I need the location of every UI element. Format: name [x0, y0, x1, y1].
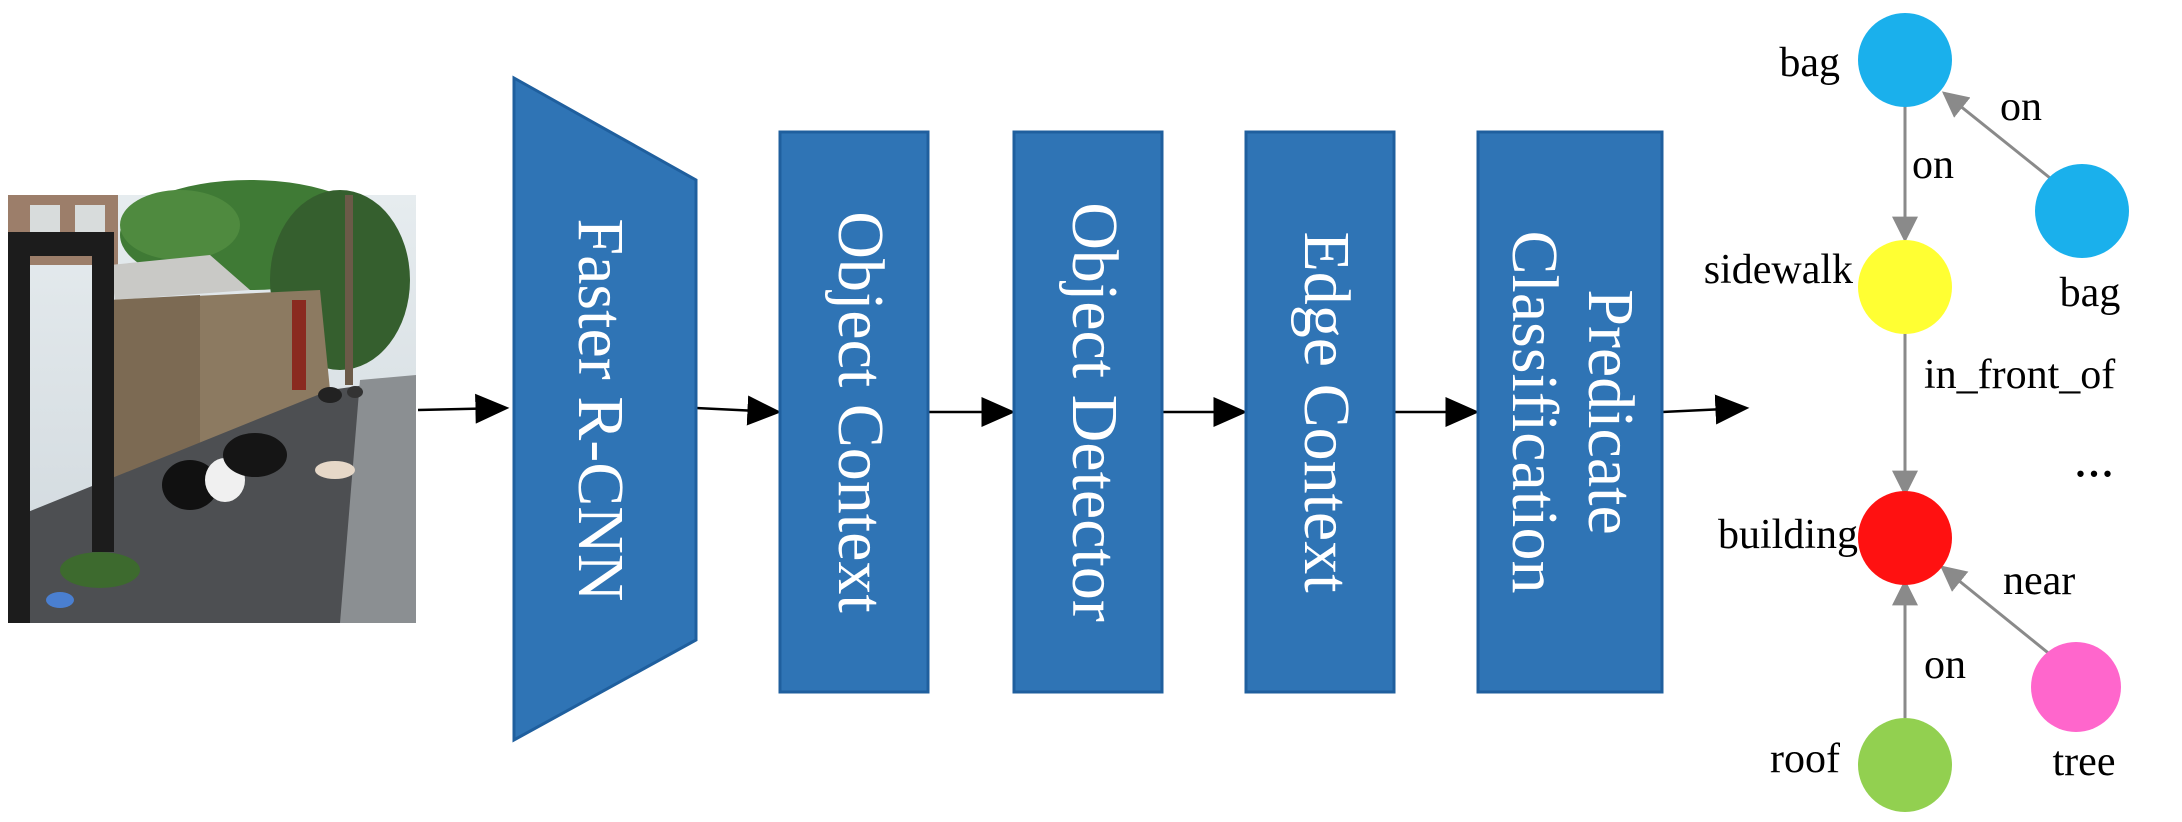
node-sidewalk	[1858, 240, 1952, 334]
faster-rcnn-label: Faster R-CNN	[564, 218, 637, 601]
node-label-bag2: bag	[2060, 270, 2121, 316]
edge-label-tree-building: near	[2003, 558, 2075, 604]
node-label-sidewalk: sidewalk	[1704, 247, 1853, 293]
node-roof	[1858, 718, 1952, 812]
edge-bag2-to-bag1	[1941, 91, 2051, 180]
edge-label-sidewalk-building: in_front_of	[1924, 352, 2115, 398]
scene-graph-nodes	[1858, 13, 2129, 812]
object-context-label: Object Context	[824, 211, 897, 612]
node-label-tree: tree	[2053, 739, 2116, 785]
object-detector-block: Object Detector	[1012, 130, 1164, 694]
predicate-label-line2: Classification	[1498, 231, 1571, 594]
edge-tree-to-building	[1939, 565, 2053, 658]
arrow-predicate-to-graph	[1661, 394, 1750, 425]
arrow-image-to-rcnn	[417, 393, 510, 424]
edge-label-roof-building: on	[1924, 642, 1966, 688]
node-building	[1858, 491, 1952, 585]
arrow-rcnn-to-object-context	[695, 395, 782, 426]
object-detector-label: Object Detector	[1058, 202, 1131, 622]
edge-label-bag1-sidewalk: on	[1912, 142, 1954, 188]
node-bag2	[2035, 164, 2129, 258]
graph-ellipsis: ...	[2074, 428, 2115, 488]
predicate-classification-block: Predicate Classification	[1476, 130, 1664, 694]
node-label-building: building	[1718, 512, 1858, 558]
node-tree	[2031, 642, 2121, 732]
edge-label-bag2-bag1: on	[2000, 84, 2042, 130]
node-label-roof: roof	[1770, 736, 1840, 782]
object-context-block: Object Context	[778, 130, 930, 694]
node-bag1	[1858, 13, 1952, 107]
faster-rcnn-block: Faster R-CNN	[512, 75, 698, 743]
input-photo	[8, 180, 416, 623]
predicate-label-line1: Predicate	[1574, 289, 1647, 535]
edge-context-label: Edge Context	[1290, 231, 1363, 592]
edge-context-block: Edge Context	[1244, 130, 1396, 694]
node-label-bag1: bag	[1779, 40, 1840, 86]
scene-graph-edges	[1892, 91, 2053, 718]
